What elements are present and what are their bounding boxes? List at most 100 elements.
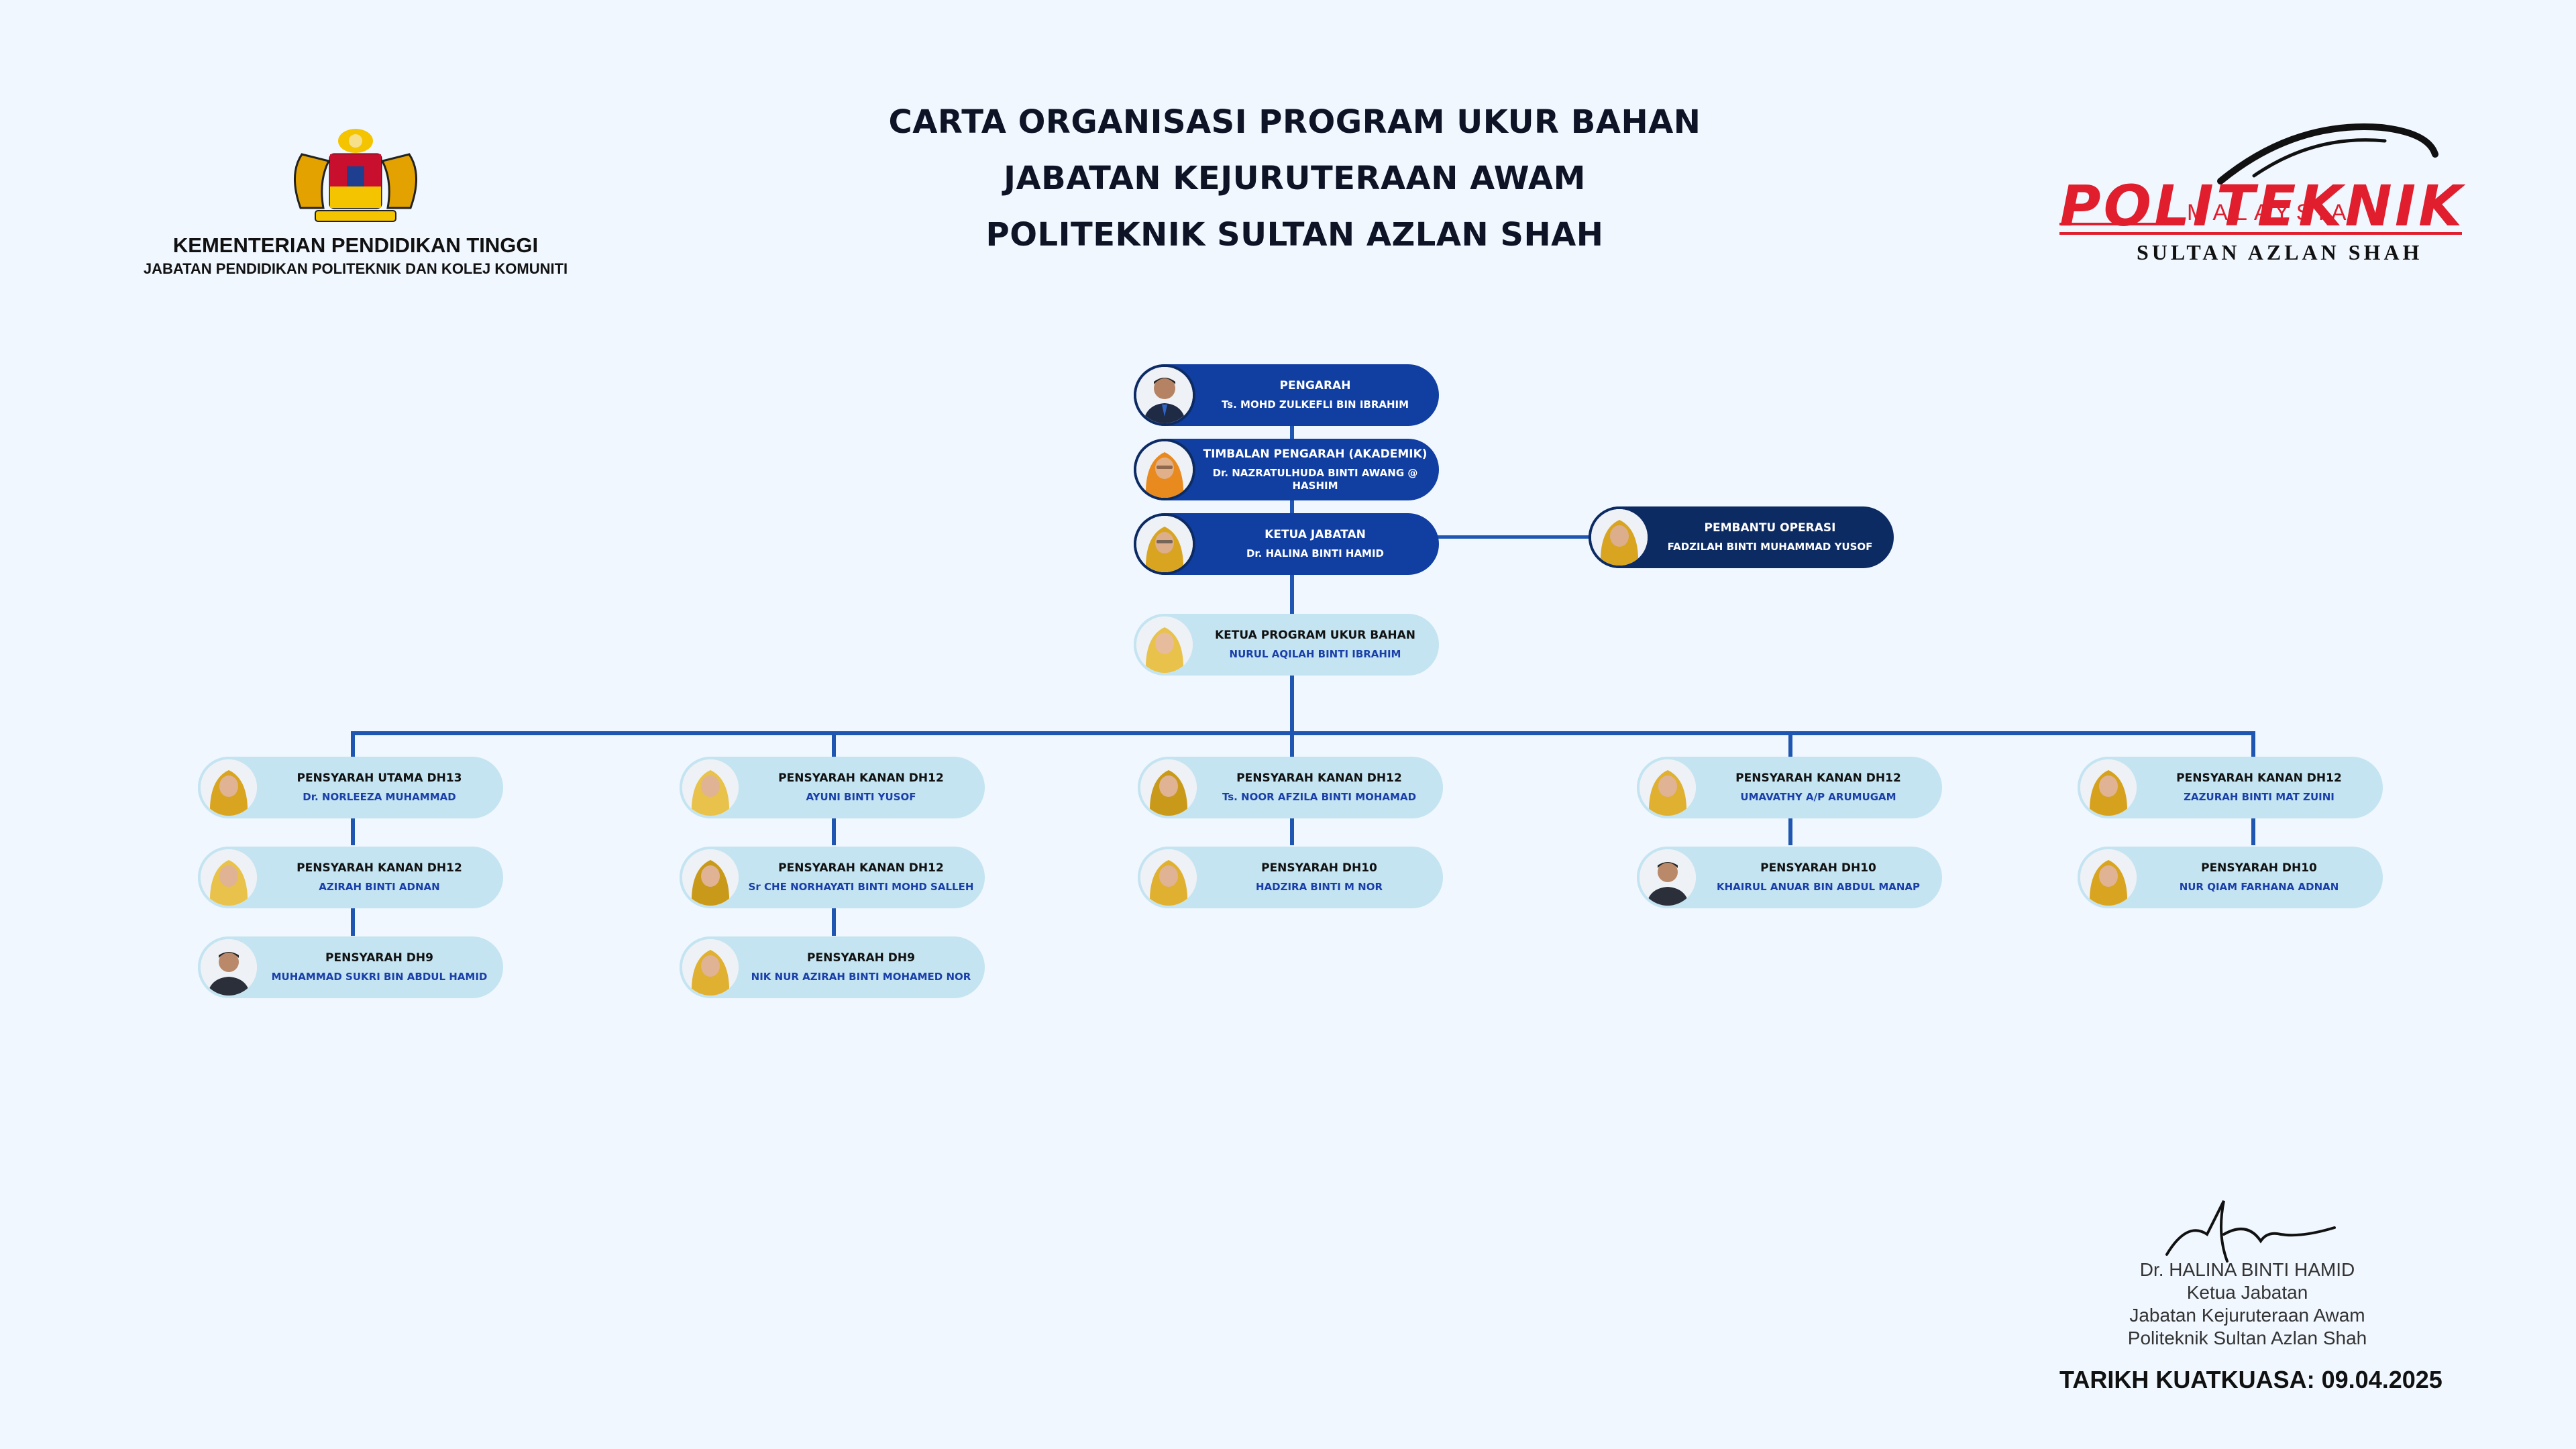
coat-of-arms-logo (294, 129, 417, 222)
connector-col5-a (2251, 812, 2255, 845)
signatory-department: Jabatan Kejuruteraan Awam (2129, 1305, 2365, 1326)
card-name: NIK NUR AZIRAH BINTI MOHAMED NOR (751, 971, 971, 983)
card-name: MUHAMMAD SUKRI BIN ABDUL HAMID (271, 971, 488, 983)
avatar (1138, 757, 1199, 818)
avatar (1134, 439, 1195, 500)
avatar (1134, 364, 1195, 426)
card-name: Dr. NAZRATULHUDA BINTI AWANG @ HASHIM (1212, 466, 1418, 492)
connector-drop-col1 (351, 731, 355, 758)
card-name: Ts. NOOR AFZILA BINTI MOHAMAD (1222, 791, 1417, 803)
card-name: NURUL AQILAH BINTI IBRAHIM (1229, 648, 1401, 660)
card-role: TIMBALAN PENGARAH (AKADEMIK) (1203, 447, 1428, 461)
card-name: KHAIRUL ANUAR BIN ABDUL MANAP (1716, 881, 1921, 893)
card-head-of-department[interactable]: KETUA JABATAN Dr. HALINA BINTI HAMID (1134, 513, 1439, 575)
avatar (1138, 847, 1199, 908)
avatar (198, 757, 260, 818)
handwritten-signature (2165, 1200, 2336, 1263)
logo-country-text: MALAYSIA (2187, 200, 2353, 225)
connector-col2-a (832, 812, 836, 845)
connector-col1-a (351, 812, 355, 845)
card-role: PENGARAH (1279, 379, 1351, 392)
avatar (198, 847, 260, 908)
avatar (680, 936, 741, 998)
card-name: UMAVATHY A/P ARUMUGAM (1740, 791, 1896, 803)
card-name: Dr. HALINA BINTI HAMID (1246, 547, 1385, 559)
card-name: AYUNI BINTI YUSOF (806, 791, 916, 803)
avatar (1589, 506, 1650, 568)
card-name: HADZIRA BINTI M NOR (1255, 881, 1383, 893)
card-name: Sr CHE NORHAYATI BINTI MOHD SALLEH (748, 881, 974, 893)
connector-assistant (1436, 535, 1590, 539)
effective-date: TARIKH KUATKUASA: 09.04.2025 (2059, 1366, 2443, 1393)
avatar (1637, 847, 1699, 908)
logo-campus-text: SULTAN AZLAN SHAH (2137, 240, 2423, 264)
card-role: PENSYARAH DH10 (2201, 861, 2317, 875)
signatory-institution: Politeknik Sultan Azlan Shah (2127, 1328, 2367, 1348)
card-role: PENSYARAH DH10 (1760, 861, 1876, 875)
card-role: KETUA JABATAN (1265, 528, 1366, 541)
card-role: PENSYARAH DH9 (807, 951, 915, 965)
logo-swoosh-icon (2217, 123, 2438, 184)
avatar (680, 847, 741, 908)
card-role: PENSYARAH DH10 (1261, 861, 1377, 875)
card-deputy-director[interactable]: TIMBALAN PENGARAH (AKADEMIK) Dr. NAZRATUL… (1134, 439, 1439, 500)
card-role: PENSYARAH KANAN DH12 (1735, 771, 1901, 785)
ministry-subtitle: JABATAN PENDIDIKAN POLITEKNIK DAN KOLEJ … (143, 260, 568, 277)
ministry-block: KEMENTERIAN PENDIDIKAN TINGGI JABATAN PE… (101, 127, 610, 278)
connector-drop-col4 (1788, 731, 1792, 758)
connector-col3-a (1290, 812, 1294, 845)
card-name: ZAZURAH BINTI MAT ZUINI (2184, 791, 2334, 803)
card-name: Dr. NORLEEZA MUHAMMAD (303, 791, 456, 803)
avatar (1134, 614, 1195, 676)
title-line-1: CARTA ORGANISASI PROGRAM UKUR BAHAN (888, 103, 1701, 141)
connector-col2-b (832, 902, 836, 936)
connector-drop-col2 (832, 731, 836, 758)
connector-horizontal-bar (351, 731, 2255, 735)
logo-brand-text: POLITEKNIK (2059, 173, 2465, 239)
connector-col4-a (1788, 812, 1792, 845)
card-director[interactable]: PENGARAH Ts. MOHD ZULKEFLI BIN IBRAHIM (1134, 364, 1439, 426)
title-line-3: POLITEKNIK SULTAN AZLAN SHAH (985, 216, 1604, 254)
card-role: PENSYARAH KANAN DH12 (1236, 771, 1402, 785)
card-role: PENSYARAH DH9 (325, 951, 433, 965)
avatar (1134, 513, 1195, 575)
card-role: PENSYARAH KANAN DH12 (778, 861, 944, 875)
card-role: PENSYARAH KANAN DH12 (2176, 771, 2342, 785)
card-role: PENSYARAH KANAN DH12 (778, 771, 944, 785)
avatar (2078, 847, 2139, 908)
ministry-name: KEMENTERIAN PENDIDIKAN TINGGI (172, 233, 539, 257)
signature-block: Dr. HALINA BINTI HAMID Ketua Jabatan Jab… (2113, 1194, 2381, 1350)
card-name: Ts. MOHD ZULKEFLI BIN IBRAHIM (1221, 398, 1409, 411)
avatar (198, 936, 260, 998)
avatar (2078, 757, 2139, 818)
connector-drop-col5 (2251, 731, 2255, 758)
logo-rule-short (2059, 223, 2180, 225)
card-name: NUR QIAM FARHANA ADNAN (2179, 881, 2339, 893)
card-role: PENSYARAH UTAMA DH13 (297, 771, 462, 785)
avatar (680, 757, 741, 818)
avatar (1637, 757, 1699, 818)
logo-rule (2059, 232, 2462, 235)
signatory-name: Dr. HALINA BINTI HAMID (2139, 1259, 2355, 1280)
connector-drop-col3 (1290, 731, 1294, 758)
signatory-position: Ketua Jabatan (2186, 1282, 2308, 1303)
card-role: PEMBANTU OPERASI (1704, 521, 1836, 535)
politeknik-logo: POLITEKNIK MALAYSIA SULTAN AZLAN SHAH (2053, 114, 2469, 268)
card-name: AZIRAH BINTI ADNAN (319, 881, 440, 893)
card-lecturer[interactable]: PENSYARAH KANAN DH12 Sr CHE NORHAYATI BIN… (680, 847, 985, 908)
connector-col1-b (351, 902, 355, 936)
title-line-2: JABATAN KEJURUTERAAN AWAM (1004, 160, 1586, 197)
